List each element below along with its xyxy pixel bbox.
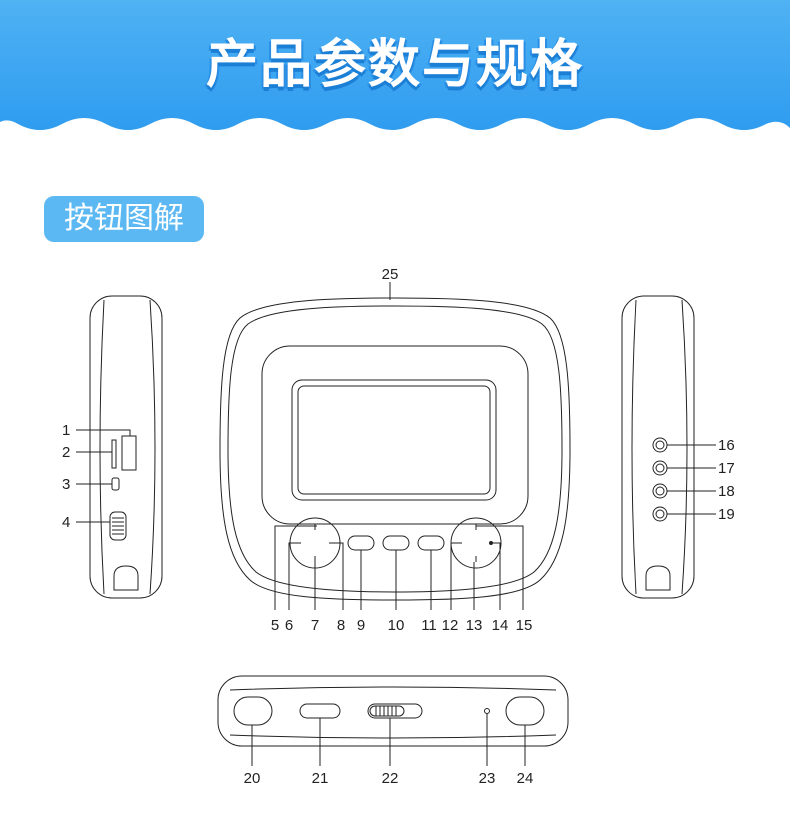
usb-c-port [299,703,341,719]
leader-lines [76,282,716,766]
power-slide-switch [367,703,423,719]
callout-8: 8 [337,617,345,634]
callout-23: 23 [479,770,496,787]
right-side-view [621,295,695,599]
left-side-view [89,295,163,599]
callout-18: 18 [718,483,735,500]
callout-14: 14 [492,617,509,634]
callout-3: 3 [62,476,70,493]
callout-7: 7 [311,617,319,634]
card-slot-outer [121,435,137,471]
device-body-outer [219,297,571,601]
callout-12: 12 [442,617,459,634]
callout-20: 20 [244,770,261,787]
header-banner [0,0,790,130]
reset-hole [484,708,490,714]
front-view [219,297,571,601]
button-9 [347,535,375,551]
callout-19: 19 [718,506,735,523]
callout-6: 6 [285,617,293,634]
callout-4: 4 [62,514,70,531]
lanyard-hole-right [645,565,671,591]
callout-10: 10 [388,617,405,634]
page-title: 产品参数与规格 [205,35,584,95]
callout-9: 9 [357,617,365,634]
speaker-left [233,696,273,726]
port-17-jack [652,460,668,476]
wave-edge [0,0,790,130]
micro-usb-port [111,477,120,491]
callout-13: 13 [466,617,483,634]
device-body-inner [227,305,563,593]
section-label: 按钮图解 [44,196,204,242]
callout-5: 5 [271,617,279,634]
callout-17: 17 [718,460,735,477]
slide-switch-left [109,511,127,541]
callout-15: 15 [516,617,533,634]
button-10 [382,535,410,551]
callout-11: 11 [421,617,437,634]
callout-2: 2 [62,444,70,461]
callout-21: 21 [312,770,329,787]
button-11 [417,535,445,551]
callout-numbers: 1 2 3 4 16 17 18 19 25 5 6 7 8 9 10 11 1… [62,266,735,787]
port-18-jack [652,483,668,499]
headphone-jack [652,506,668,522]
callout-16: 16 [718,437,735,454]
callout-22: 22 [382,770,399,787]
lanyard-hole-left [113,565,139,591]
card-slot-inner [111,439,117,469]
speaker-right [505,696,545,726]
av-out-jack [652,437,668,453]
callout-25: 25 [382,266,399,283]
callout-24: 24 [517,770,534,787]
callout-1: 1 [62,422,70,439]
screen-frame [291,379,497,501]
bottom-view [217,675,569,747]
screen-bezel [261,345,529,525]
screen [297,385,491,495]
